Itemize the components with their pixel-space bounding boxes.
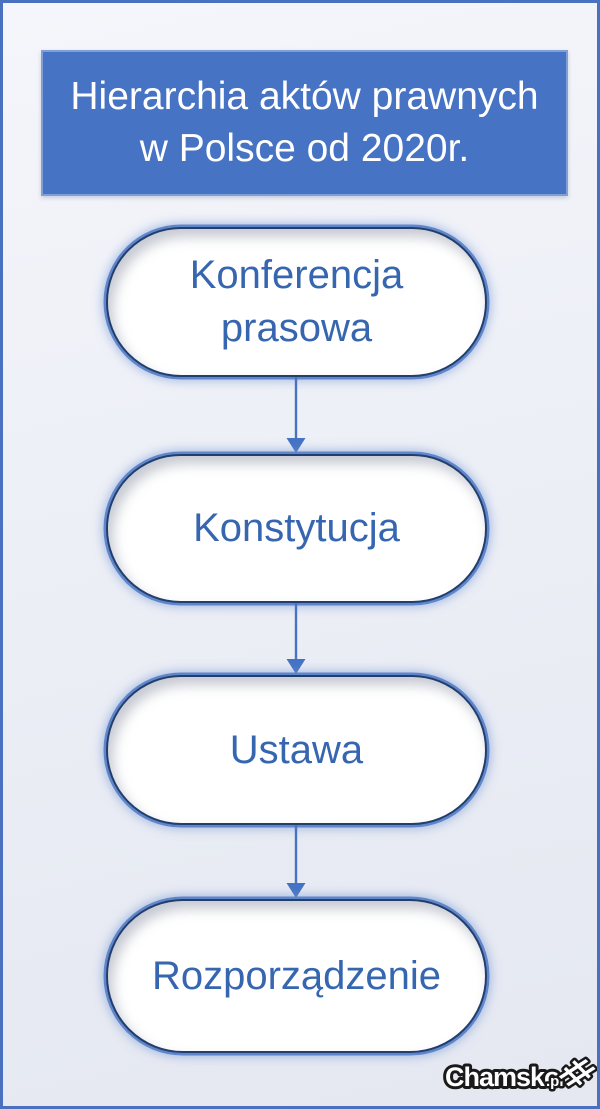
- title-banner: Hierarchia aktów prawnych w Polsce od 20…: [41, 50, 568, 196]
- node-label: Ustawa: [229, 727, 364, 772]
- arrow-down-icon: [286, 377, 306, 453]
- node-ustawa: Ustawa: [106, 675, 487, 825]
- node-label: Rozporządzenie: [151, 953, 442, 998]
- node-label: Konstytucja: [193, 506, 400, 551]
- title-line-2: w Polsce od 2020r.: [139, 127, 470, 170]
- node-konstytucja: Konstytucja: [106, 454, 487, 603]
- arrow-down-icon: [286, 603, 306, 674]
- node-label: Konferencja prasowa: [189, 253, 404, 350]
- node-konferencja-prasowa: Konferencja prasowa: [106, 227, 487, 377]
- arrow-down-icon: [286, 825, 306, 898]
- watermark-brand-text: Chamsko: [445, 1062, 560, 1092]
- title-line-1: Hierarchia aktów prawnych: [70, 75, 539, 119]
- watermark-suffix-text: .pl: [546, 1073, 564, 1090]
- node-rozporzadzenie: Rozporządzenie: [106, 899, 487, 1053]
- watermark-chamsko-pl: Chamsko .pl #: [443, 1044, 597, 1102]
